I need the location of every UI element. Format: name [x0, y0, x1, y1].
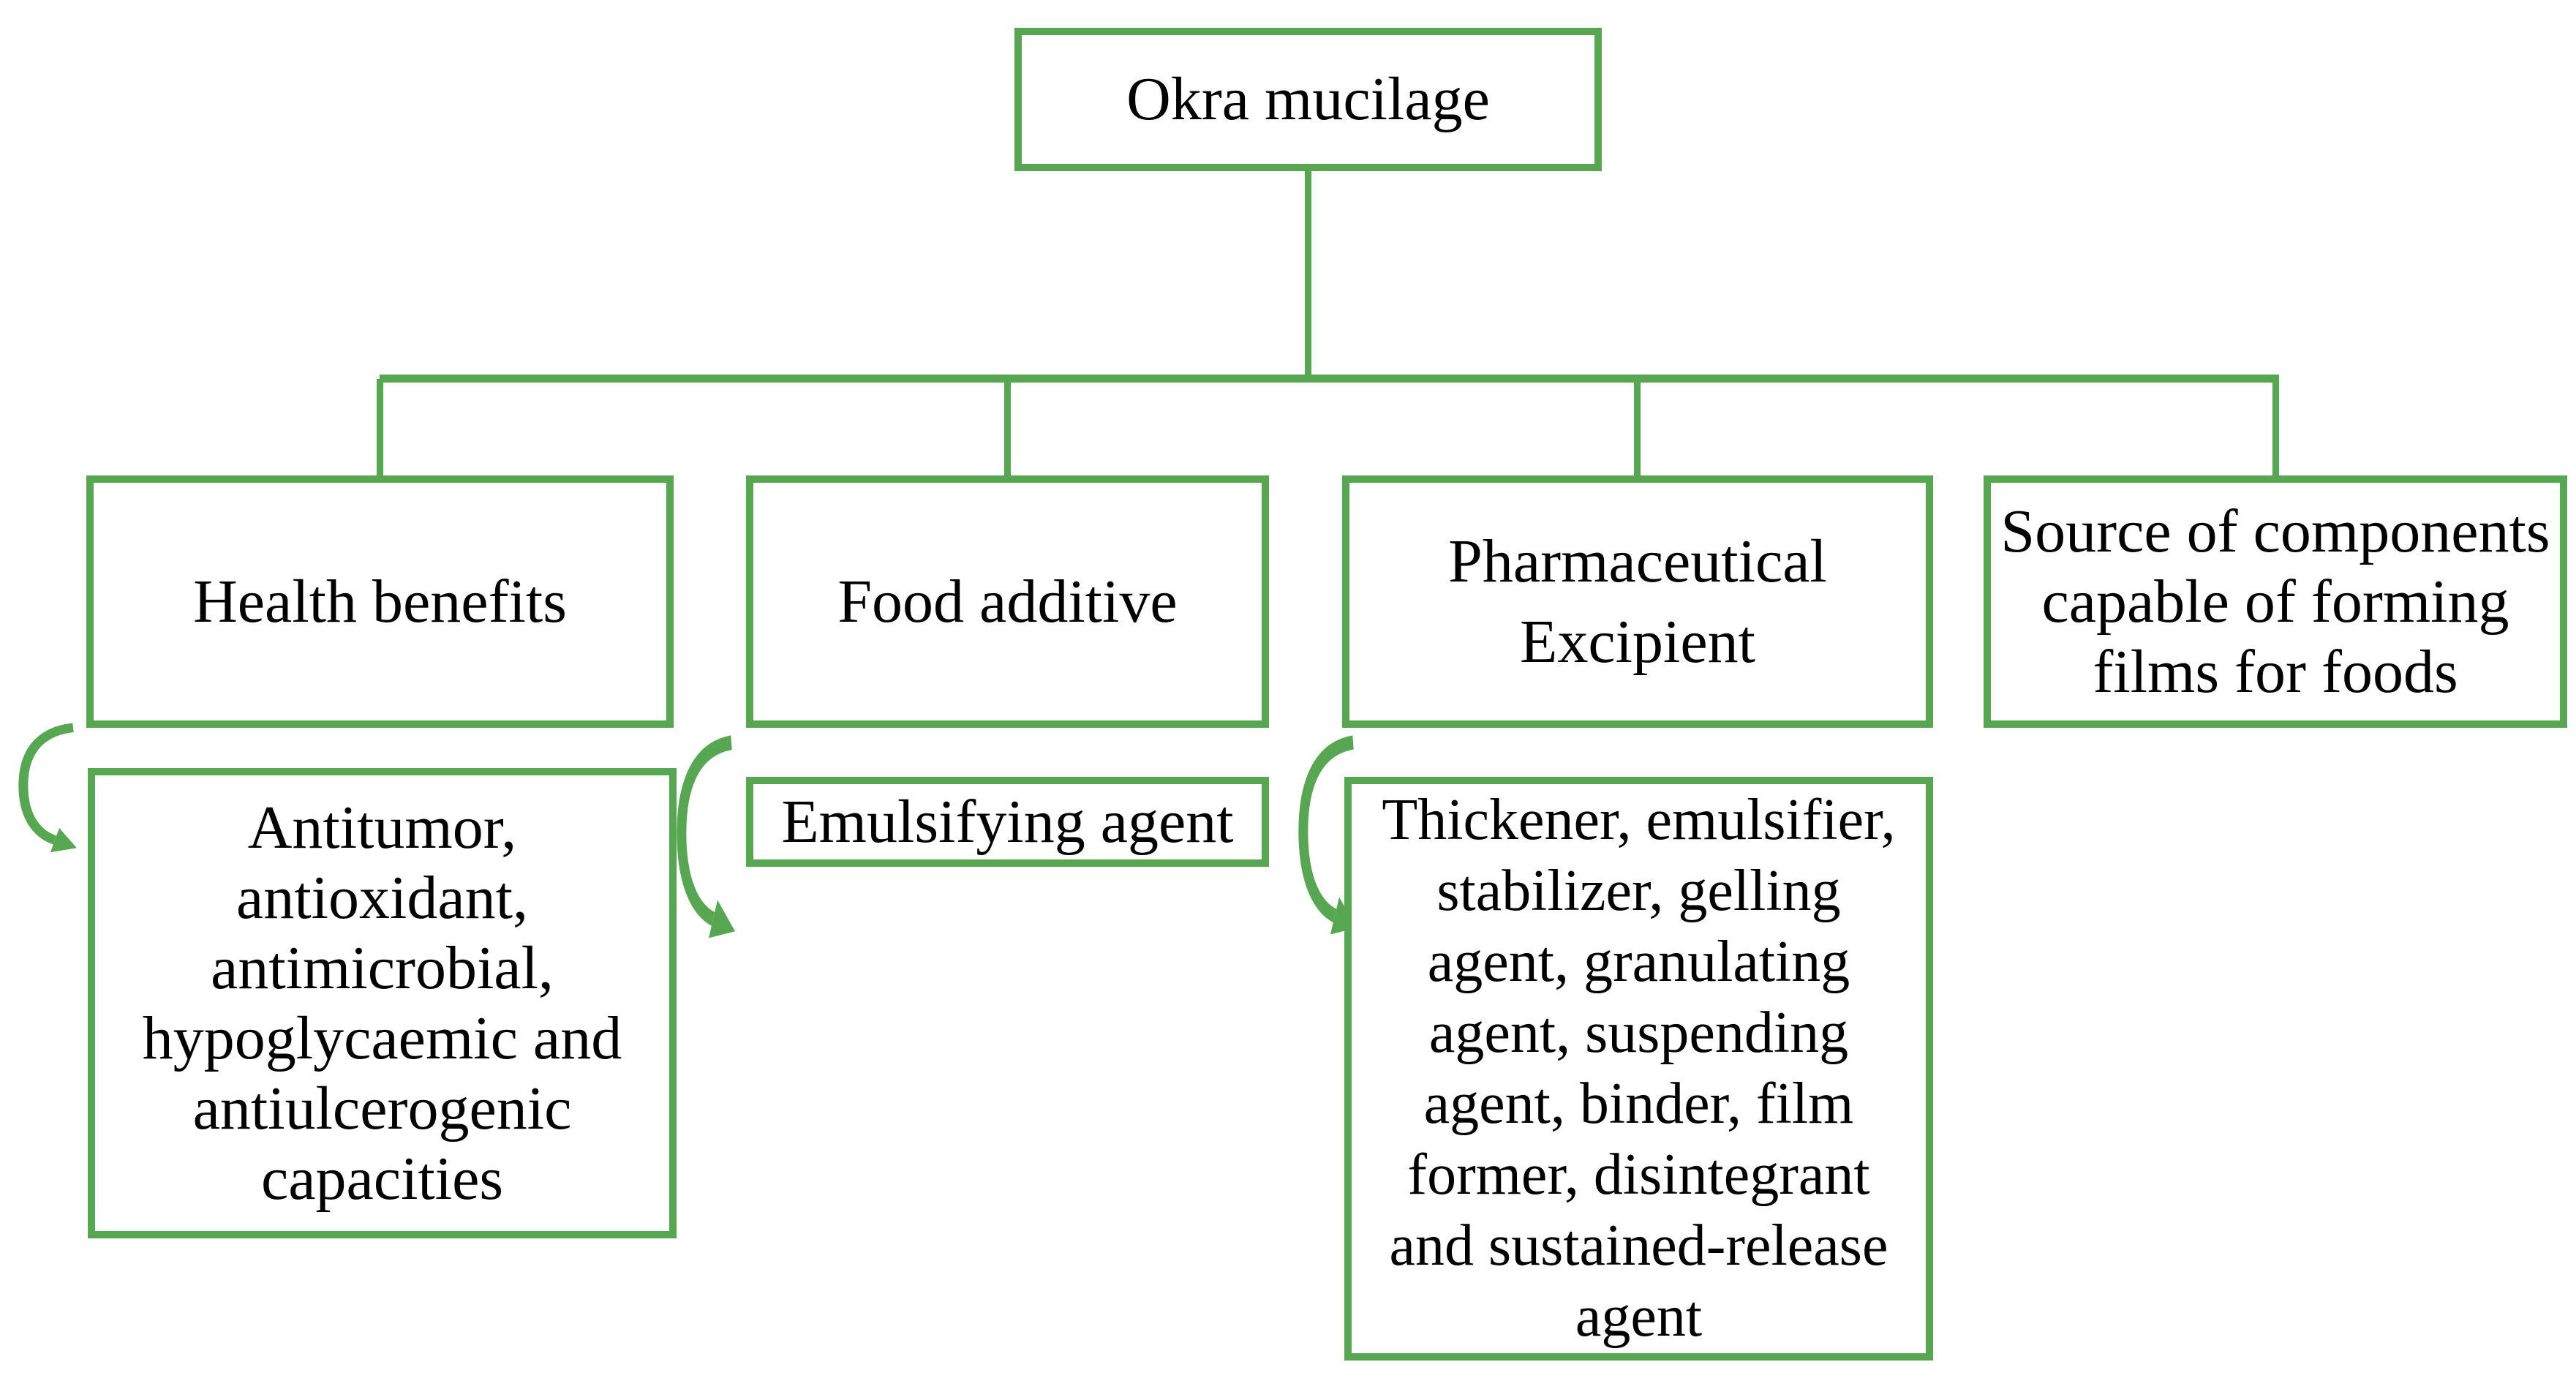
branch-box-food-additive: Food additive: [746, 475, 1269, 728]
branch-box-pharmaceutical-excipient: Pharmaceutical Excipient: [1342, 475, 1933, 728]
branch-box-health-benefits: Health benefits: [86, 475, 674, 728]
connector-drop-films: [2272, 379, 2279, 478]
connector-bus: [380, 375, 2279, 383]
root-box-okra-mucilage: Okra mucilage: [1014, 28, 1602, 171]
branch-box-source-of-film-components: Source of components capable of forming …: [1984, 475, 2567, 728]
detail-box-pharmaceutical-excipient: Thickener, emulsifier, stabilizer, gelli…: [1344, 777, 1933, 1361]
detail-box-food-additive: Emulsifying agent: [746, 777, 1269, 867]
connector-drop-food: [1004, 379, 1011, 478]
connector-stem: [1305, 168, 1311, 379]
connector-drop-pharma: [1634, 379, 1641, 478]
curved-arrow-icon: [677, 735, 735, 938]
curved-arrow-icon: [18, 723, 77, 853]
connector-drop-health: [377, 379, 383, 478]
detail-box-health-benefits: Antitumor, antioxidant, antimicrobial, h…: [88, 768, 677, 1238]
